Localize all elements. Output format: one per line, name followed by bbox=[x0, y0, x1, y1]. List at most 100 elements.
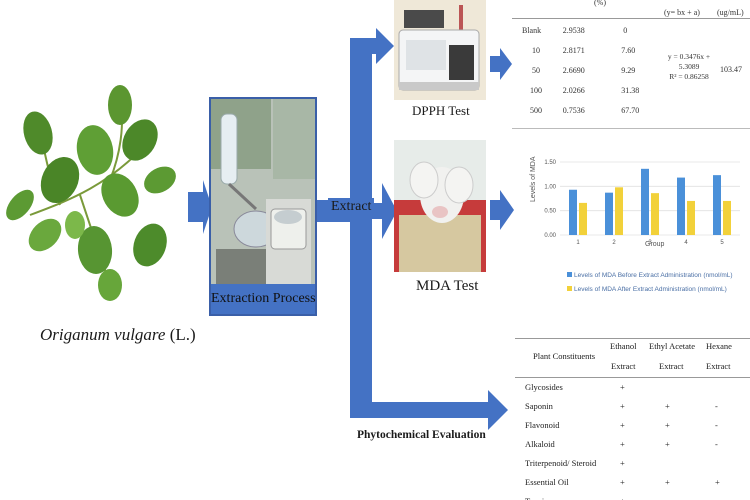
cell-concentration: 10 bbox=[532, 45, 540, 55]
y-tick-label: 1.50 bbox=[544, 160, 556, 166]
oregano-plant-image bbox=[6, 85, 176, 301]
phytochemical-evaluation-label: Phytochemical Evaluation bbox=[355, 429, 488, 441]
plant-name-caption: Origanum vulgare (L.) bbox=[40, 325, 196, 345]
cell-ethanol: + bbox=[620, 400, 625, 411]
bar-after bbox=[615, 187, 623, 235]
cell-ethyl: + bbox=[665, 438, 670, 449]
bar-before bbox=[677, 177, 685, 235]
spectrophotometer-image bbox=[394, 0, 486, 100]
legend-label-after: Levels of MDA After Extract Administrati… bbox=[574, 286, 727, 293]
cell-absorbance: 2.8171 bbox=[562, 45, 585, 55]
table-row: Flavonoid + + - bbox=[525, 415, 745, 434]
header-ethanol-extract: Extract bbox=[611, 361, 636, 371]
table-row: Glycosides + bbox=[525, 377, 745, 396]
cell-absorbance: 2.6690 bbox=[562, 65, 585, 75]
cell-constituent: Alkaloid bbox=[525, 438, 555, 449]
table-row: Essential Oil + + + bbox=[525, 472, 745, 491]
plant-scientific-name: Origanum vulgare bbox=[40, 325, 166, 344]
chart-bars bbox=[569, 168, 731, 235]
header-ethanol: Ethanol bbox=[610, 341, 637, 351]
dpph-header-inhibition: (%) bbox=[594, 0, 606, 7]
extraction-process-label: Extraction Process bbox=[211, 284, 315, 314]
chart-y-axis-label: Levels of MDA bbox=[530, 156, 537, 202]
cell-ethanol: + bbox=[620, 476, 625, 487]
header-ethyl-acetate: Ethyl Acetate bbox=[649, 341, 696, 351]
cell-inhibition: 31.38 bbox=[621, 85, 640, 95]
cell-ethanol: + bbox=[620, 438, 625, 449]
cell-hexane: - bbox=[715, 419, 718, 430]
x-tick-label: 4 bbox=[684, 240, 688, 246]
equation-line: R² = 0.86258 bbox=[669, 72, 709, 81]
cell-inhibition: 67.70 bbox=[621, 105, 640, 115]
bar-after bbox=[651, 193, 659, 235]
cell-hexane bbox=[715, 377, 745, 396]
arrow-mda-to-chart bbox=[490, 190, 514, 230]
bar-before bbox=[641, 168, 649, 235]
cell-absorbance: 2.0266 bbox=[562, 85, 585, 95]
x-tick-label: 1 bbox=[576, 240, 580, 246]
cell-ethanol: + bbox=[620, 457, 625, 468]
cell-ethanol: + bbox=[620, 381, 625, 392]
bar-before bbox=[605, 192, 613, 235]
cell-ethyl bbox=[665, 453, 715, 472]
cell-concentration: 500 bbox=[530, 105, 542, 115]
cell-ethyl: + bbox=[665, 419, 670, 430]
legend-item-before: Levels of MDA Before Extract Administrat… bbox=[567, 272, 733, 279]
mda-photo bbox=[394, 140, 486, 272]
cell-inhibition: 9.29 bbox=[621, 65, 636, 75]
chart-y-ticks: 0.000.501.001.50 bbox=[544, 160, 556, 239]
cell-ethyl: + bbox=[665, 400, 670, 411]
header-hexane: Hexane bbox=[706, 341, 732, 351]
dpph-photo bbox=[394, 0, 486, 100]
cell-ethyl: + bbox=[665, 476, 670, 487]
dpph-table-panel: (%) (y= bx + a) (ug/mL) Blank 2.9538 0 1… bbox=[512, 0, 750, 129]
cell-ethanol: + bbox=[620, 419, 625, 430]
cell-hexane: - bbox=[715, 438, 718, 449]
mda-caption: MDA Test bbox=[416, 278, 479, 294]
cell-constituent: Tannin bbox=[525, 491, 620, 500]
arrow-to-mda bbox=[372, 183, 397, 239]
cell-concentration: 100 bbox=[530, 85, 542, 95]
table-row: 10 2.8171 7.60 bbox=[512, 40, 662, 60]
dpph-header-equation: (y= bx + a) bbox=[664, 8, 700, 17]
chart-grid bbox=[560, 161, 740, 236]
dpph-table-header: (%) (y= bx + a) (ug/mL) bbox=[512, 0, 750, 19]
y-tick-label: 0.00 bbox=[544, 233, 556, 239]
header-plant-constituents: Plant Constituents bbox=[533, 351, 596, 361]
table-row: Saponin + + - bbox=[525, 396, 745, 415]
rat-test-image bbox=[394, 140, 486, 272]
y-tick-label: 0.50 bbox=[544, 209, 556, 215]
cell-constituent: Essential Oil bbox=[525, 476, 569, 487]
equation-line: y = 0.3476x + bbox=[667, 52, 711, 61]
bar-after bbox=[723, 200, 731, 235]
cell-concentration: 50 bbox=[532, 65, 540, 75]
dpph-equation: y = 0.3476x + 5.3089 R² = 0.86258 bbox=[664, 52, 714, 82]
bar-after bbox=[687, 200, 695, 235]
table-row: 50 2.6690 9.29 bbox=[512, 60, 662, 80]
phytochem-table-header: Plant Constituents Ethanol Extract Ethyl… bbox=[515, 339, 750, 378]
dpph-ic50-value: 103.47 bbox=[720, 65, 742, 74]
table-row: Triterpenoid/ Steroid + bbox=[525, 453, 745, 472]
rotary-evaporator-image bbox=[211, 99, 315, 284]
legend-swatch-before bbox=[567, 272, 572, 277]
cell-absorbance: 0.7536 bbox=[562, 105, 585, 115]
arrow-to-phytochem bbox=[488, 390, 508, 430]
legend-label-before: Levels of MDA Before Extract Administrat… bbox=[574, 272, 733, 279]
phytochem-table: Glycosides + Saponin + + - Flavonoid + +… bbox=[525, 377, 745, 500]
x-tick-label: 5 bbox=[720, 240, 724, 246]
plant-author: (L.) bbox=[165, 325, 196, 344]
table-row: Blank 2.9538 0 bbox=[512, 20, 662, 40]
cell-constituent: Triterpenoid/ Steroid bbox=[525, 457, 597, 468]
bar-after bbox=[579, 202, 587, 235]
phytochem-table-panel: Plant Constituents Ethanol Extract Ethyl… bbox=[515, 338, 750, 500]
x-tick-label: 2 bbox=[612, 240, 616, 246]
bar-before bbox=[569, 189, 577, 235]
bar-before bbox=[713, 175, 721, 235]
arrow-plant-to-extraction bbox=[188, 180, 212, 234]
trunk-line bbox=[350, 40, 372, 418]
table-row: 100 2.0266 31.38 bbox=[512, 80, 662, 100]
header-hexane-extract: Extract bbox=[706, 361, 731, 371]
